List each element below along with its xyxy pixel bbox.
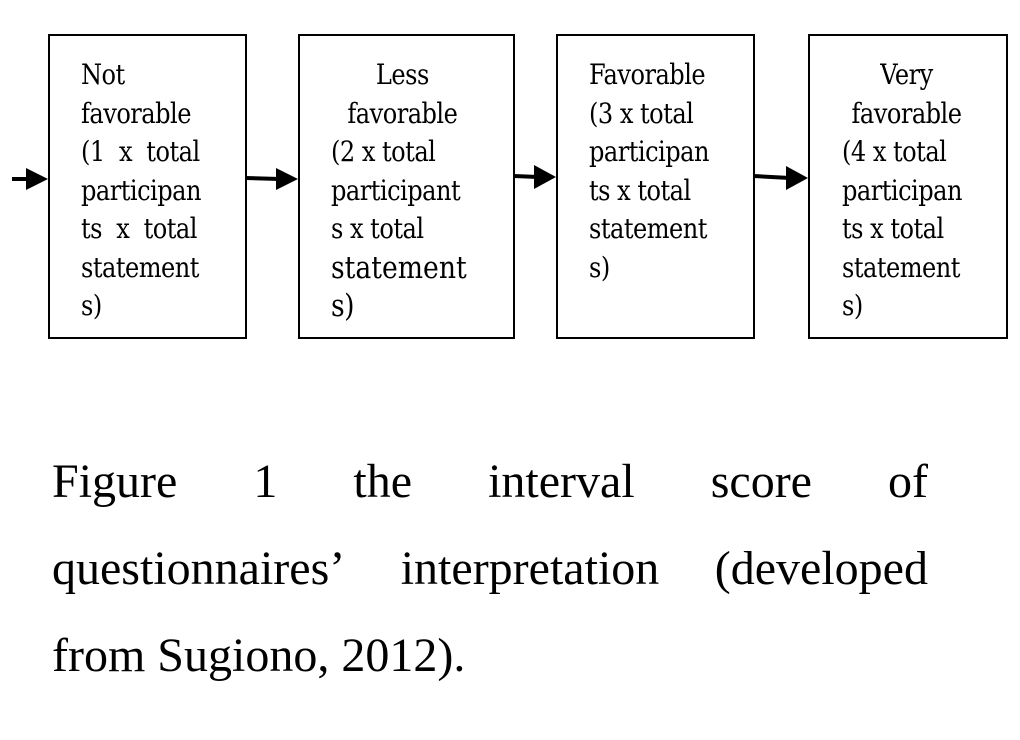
box-line: s) [81, 289, 102, 322]
flow-diagram: Not favorable (1 x total participan ts x… [0, 0, 1020, 360]
box-not-favorable-text: Not favorable (1 x total participan ts x… [81, 56, 201, 326]
box-less-favorable: Less favorable (2 x total participant s … [298, 34, 515, 339]
box-line: participan [842, 173, 962, 207]
caption-word: questionnaires’ [52, 542, 346, 595]
arrowhead-2-to-3 [534, 165, 556, 189]
caption-line-2: questionnaires’ interpretation (develope… [52, 525, 928, 612]
figure-caption: Figure 1 the interval score of questionn… [52, 438, 928, 699]
box-line: s x total [331, 212, 424, 245]
box-line: (3 x total [589, 96, 694, 130]
box-line: s) [589, 250, 610, 284]
box-line: statement [589, 212, 707, 245]
box-line: ts x total [589, 173, 691, 207]
box-line: statement [331, 249, 467, 286]
box-line: s) [331, 288, 355, 324]
box-line: (4 x total [842, 135, 947, 168]
caption-word: of [888, 455, 928, 508]
box-line: s) [842, 289, 863, 322]
arrowhead-1-to-2 [276, 168, 298, 190]
box-line: Very [880, 58, 933, 91]
box-line: (2 x total [331, 135, 436, 168]
arrowhead-3-to-4 [786, 166, 808, 190]
box-very-favorable: Very favorable (4 x total participan ts … [808, 34, 1008, 339]
box-line: ts x total [842, 212, 944, 245]
box-line: statement [842, 250, 960, 284]
caption-line-1: Figure 1 the interval score of [52, 438, 928, 525]
box-line: participan [589, 135, 709, 168]
box-favorable-text: Favorable (3 x total participan ts x tot… [589, 56, 709, 287]
box-less-favorable-text: Less favorable (2 x total participant s … [331, 56, 474, 326]
caption-word: the [353, 455, 413, 508]
arrowhead-entry [26, 168, 48, 190]
box-line: Not [81, 58, 125, 91]
box-line: Less [375, 58, 429, 91]
arrow-layer [12, 165, 808, 190]
caption-word: interval [488, 455, 635, 508]
arrow-1-to-2 [245, 176, 281, 181]
box-line: ts x total [81, 212, 197, 245]
caption-word: score [710, 455, 812, 508]
caption-word: 1 [253, 455, 278, 508]
caption-word: interpretation [400, 542, 660, 595]
box-line: participan [81, 173, 201, 207]
box-line: favorable [81, 96, 191, 130]
box-favorable: Favorable (3 x total participan ts x tot… [556, 34, 755, 339]
box-very-favorable-text: Very favorable (4 x total participan ts … [842, 56, 971, 326]
box-line: statement [81, 250, 199, 284]
box-line: Favorable [589, 58, 706, 91]
arrow-3-to-4 [753, 174, 791, 180]
caption-word: Figure [52, 455, 178, 508]
caption-line-3: from Sugiono, 2012). [52, 612, 928, 699]
box-line: (1 x total [81, 135, 200, 168]
box-not-favorable: Not favorable (1 x total participan ts x… [48, 34, 247, 339]
caption-word: (developed [714, 542, 928, 595]
box-line: participant [331, 173, 461, 207]
caption-text: from Sugiono, 2012). [52, 629, 466, 682]
box-line: favorable [347, 96, 458, 130]
box-line: favorable [851, 96, 962, 130]
